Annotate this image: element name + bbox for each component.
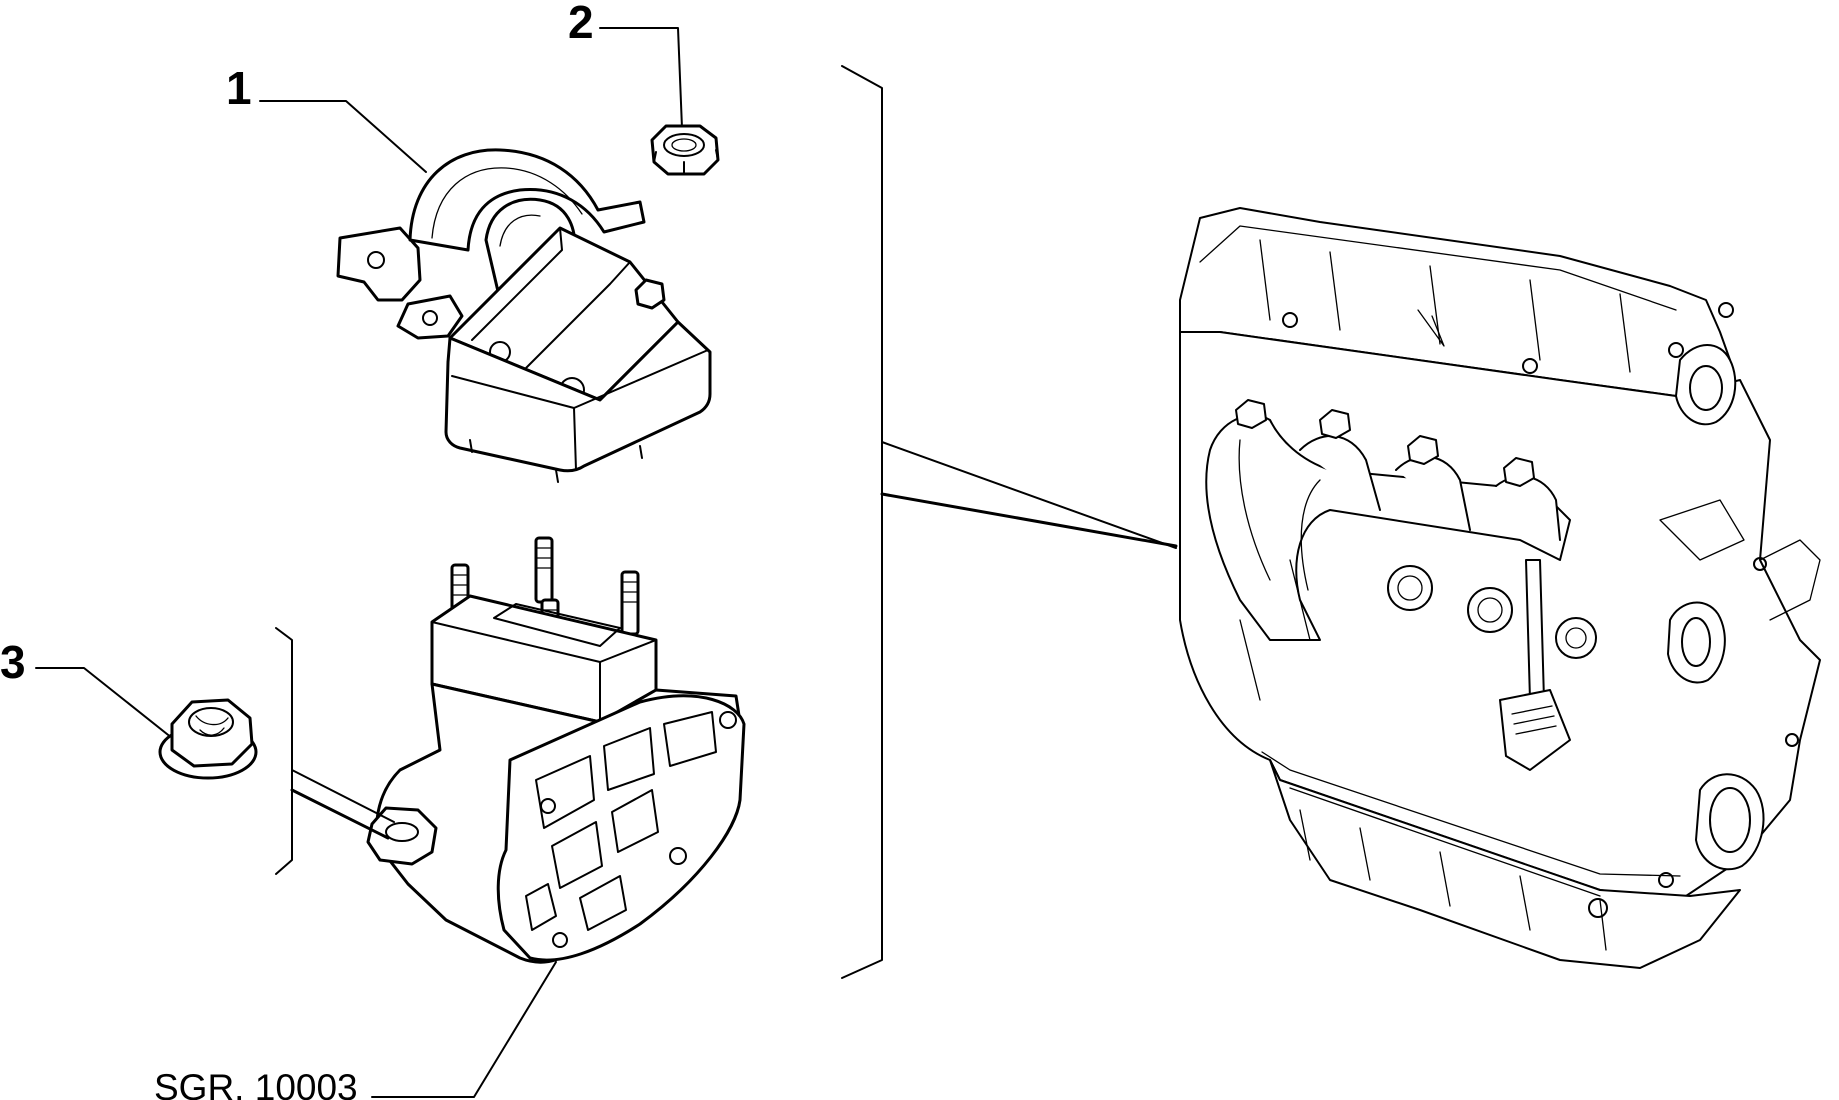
strap-inner-edge — [431, 167, 583, 239]
mount-flange-left — [336, 226, 422, 302]
block-lower-edge — [1261, 751, 1681, 877]
lattice-cutout — [535, 755, 595, 829]
manifold-bolt — [1319, 409, 1351, 439]
engine-bolt — [1658, 872, 1674, 888]
callout-2-leader — [599, 27, 683, 129]
engine-port-inner — [1477, 597, 1503, 623]
callout-3-leader — [35, 667, 173, 739]
brace-left-line — [275, 627, 293, 875]
engine-pulley-lower — [1695, 773, 1765, 871]
engine-bolt — [1588, 898, 1608, 918]
brace-main — [841, 65, 1178, 979]
brace-left-pointer-bold — [290, 788, 390, 840]
reference-code-leader — [371, 961, 557, 1098]
engine-bolt — [1785, 733, 1799, 747]
engine-oil-pan — [1269, 759, 1741, 969]
flange-hole — [367, 251, 385, 269]
bracket-ribs — [471, 227, 631, 375]
boss-hole — [385, 822, 419, 842]
callout-3-label: 3 — [0, 636, 26, 688]
bracket-side-boss — [366, 806, 438, 866]
lattice-hole — [552, 932, 568, 948]
part-1-engine-mount[interactable] — [336, 148, 712, 483]
callout-1-leader — [259, 100, 427, 173]
manifold-contours — [1238, 439, 1321, 591]
pulley-hub — [1689, 365, 1723, 411]
engine-bolt — [1668, 342, 1684, 358]
nut-2-hole-inner — [671, 138, 697, 152]
engine-port — [1467, 587, 1513, 633]
lower-mount-bracket — [366, 536, 746, 964]
engine-bolt — [1522, 358, 1538, 374]
mount-rubber-block — [444, 320, 712, 473]
engine-port — [1555, 617, 1597, 659]
manifold-bolt — [1235, 399, 1267, 429]
callout-1[interactable]: 1 — [226, 62, 427, 173]
lattice-hole — [719, 711, 737, 729]
nut-3-thread-lines — [195, 715, 229, 736]
head-cover-ribs — [1199, 225, 1677, 373]
part-2-nut[interactable] — [650, 124, 720, 176]
engine-bolt — [1282, 312, 1298, 328]
part-3-flange-nut[interactable] — [158, 698, 258, 780]
brace-left — [275, 627, 395, 875]
brace-main-line — [841, 65, 883, 979]
engine-dipstick-tube — [1525, 559, 1545, 701]
lattice-cutout — [611, 789, 659, 853]
engine-pulley-mid — [1667, 601, 1726, 684]
callout-3[interactable]: 3 — [0, 636, 173, 739]
nut-3-hex — [170, 698, 254, 768]
brace-main-pointer-bold — [880, 492, 1178, 548]
block-edges — [451, 349, 709, 471]
manifold-bolt — [1407, 435, 1439, 465]
engine-bolt — [1718, 302, 1734, 318]
lattice-cutout — [551, 821, 603, 889]
lattice-cutout — [525, 883, 557, 931]
engine-bolt — [1753, 557, 1767, 571]
block-contours — [1239, 559, 1311, 701]
timing-cover-panel — [1659, 499, 1745, 561]
lattice-cutout — [579, 875, 627, 931]
box-edges — [431, 621, 657, 723]
lattice-hole — [669, 847, 687, 865]
pulley-hub — [1681, 617, 1711, 667]
head-cover-detail — [1417, 309, 1445, 347]
bracket-lines — [1511, 705, 1557, 735]
mount-flange-lower — [396, 294, 464, 340]
stud — [620, 570, 640, 636]
block-feet — [469, 439, 643, 483]
nut-2-hole — [663, 133, 705, 157]
engine-port — [1387, 565, 1433, 611]
engine-port-inner — [1397, 575, 1423, 601]
pulley-hub — [1709, 787, 1751, 853]
engine-pulley-upper — [1675, 344, 1737, 426]
nut-2-edges — [653, 149, 719, 175]
brace-left-pointer — [291, 769, 395, 823]
reference-code: SGR. 10003 — [154, 961, 557, 1100]
lattice-cutout — [603, 727, 655, 791]
lattice-cutout — [663, 711, 717, 767]
engine-assembly — [1179, 207, 1821, 969]
oil-pan-ribs — [1289, 787, 1607, 951]
flange-hole — [422, 310, 438, 326]
lattice-hole — [540, 798, 556, 814]
timing-cover-edge — [1759, 539, 1821, 621]
bracket-bolt — [634, 278, 666, 310]
brace-main-pointer — [881, 441, 1177, 549]
callout-2[interactable]: 2 — [568, 0, 683, 129]
callout-2-label: 2 — [568, 0, 594, 48]
manifold-bolt — [1503, 457, 1535, 487]
bushing-edge — [499, 214, 541, 247]
engine-port-inner — [1565, 627, 1587, 649]
callout-1-label: 1 — [226, 62, 252, 114]
reference-code-label: SGR. 10003 — [154, 1067, 358, 1100]
box-recess — [493, 603, 621, 647]
nut-3-thread — [188, 707, 234, 737]
